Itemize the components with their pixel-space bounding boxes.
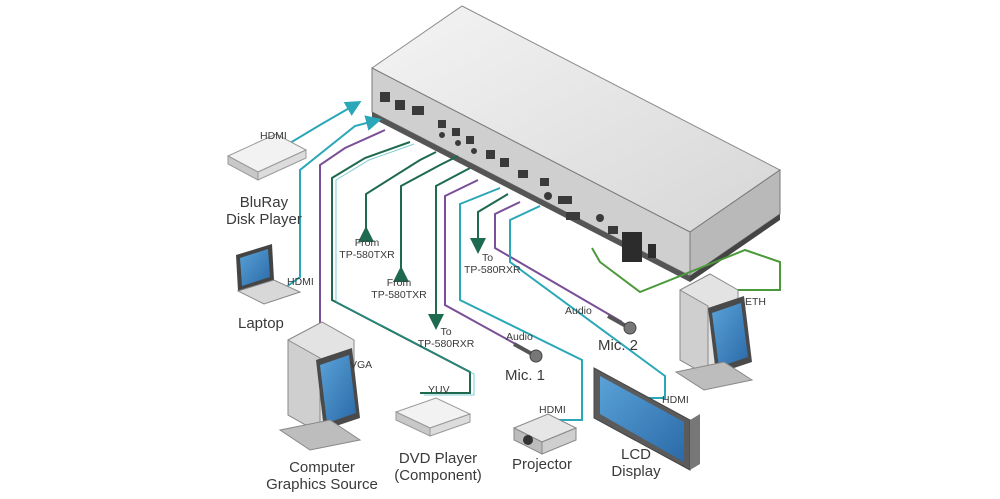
dvd-label: DVD Player (Component) bbox=[392, 450, 484, 485]
dvd-yuv-label: YUV bbox=[428, 384, 450, 396]
mic1-audio-label: Audio bbox=[506, 331, 533, 343]
computer-label-line1: Computer bbox=[289, 459, 355, 476]
lcd-label-line1: LCD bbox=[620, 446, 651, 463]
cable-lcd-hdmi bbox=[509, 205, 666, 399]
lcd-display-icon bbox=[593, 367, 700, 471]
cable-projector-hdmi bbox=[459, 187, 583, 421]
cable-dvd-yuv bbox=[331, 141, 471, 394]
from-tx1-label: From TP-580TXR bbox=[336, 237, 398, 261]
lcd-label-line2: Display bbox=[611, 463, 661, 481]
mic1-label-text: Mic. 1 bbox=[505, 367, 546, 384]
lcd-label: LCD Display bbox=[604, 446, 668, 481]
from-tx2-line2: TP-580TXR bbox=[371, 289, 427, 302]
cables bbox=[274, 100, 781, 421]
network-pc-icon bbox=[674, 273, 754, 391]
to-rx2-line1: To bbox=[482, 252, 494, 264]
cable-eth bbox=[591, 247, 781, 294]
mic1-label: Mic. 1 bbox=[505, 367, 545, 384]
projector-label: Projector bbox=[512, 456, 572, 473]
projector-icon bbox=[512, 413, 578, 455]
to-rx1-line2: TP-580RXR bbox=[417, 338, 475, 351]
microphone-1-icon bbox=[513, 342, 543, 363]
computer-icon bbox=[278, 321, 362, 451]
bluray-label-line1: BluRay bbox=[239, 194, 289, 211]
dvd-label-line1: DVD Player bbox=[398, 450, 478, 467]
laptop-label: Laptop bbox=[238, 315, 284, 332]
to-rx2-line2: TP-580RXR bbox=[464, 264, 521, 277]
bluray-label-line2: Disk Player bbox=[226, 211, 302, 229]
to-rx2-label: To TP-580RXR bbox=[464, 252, 521, 276]
to-rx1-label: To TP-580RXR bbox=[413, 326, 479, 350]
cable-laptop-hdmi bbox=[281, 115, 382, 291]
mic2-label-text: Mic. 2 bbox=[598, 337, 639, 354]
projector-hdmi-label: HDMI bbox=[539, 404, 566, 416]
cable-to-rx1 bbox=[428, 167, 471, 330]
computer-vga-label: VGA bbox=[350, 359, 373, 371]
pc-eth-label: ETH bbox=[745, 296, 766, 308]
rear-ports bbox=[380, 92, 656, 262]
cable-mic1-audio bbox=[444, 179, 531, 353]
microphone-2-icon bbox=[607, 314, 637, 335]
cable-from-tx1 bbox=[358, 151, 437, 242]
to-rx1-line1: To bbox=[440, 326, 452, 338]
from-tx1-line2: TP-580TXR bbox=[339, 249, 395, 262]
bluray-player-icon bbox=[226, 133, 308, 181]
dvd-player-icon bbox=[394, 397, 472, 437]
bluray-label: BluRay Disk Player bbox=[226, 194, 302, 229]
computer-label-line2: Graphics Source bbox=[266, 476, 378, 494]
laptop-hdmi-label: HDMI bbox=[287, 276, 314, 288]
computer-label: Computer Graphics Source bbox=[266, 459, 378, 494]
from-tx1-line1: From bbox=[354, 237, 380, 249]
mic2-audio-label: Audio bbox=[565, 305, 592, 317]
laptop-icon bbox=[236, 244, 302, 305]
cable-mic2-audio bbox=[494, 201, 623, 323]
lcd-hdmi-label: HDMI bbox=[662, 394, 689, 406]
dvd-label-line2: (Component) bbox=[394, 467, 482, 485]
laptop-label-text: Laptop bbox=[238, 315, 284, 332]
switcher-unit bbox=[371, 5, 781, 282]
bluray-hdmi-label: HDMI bbox=[260, 130, 287, 142]
cable-from-tx2 bbox=[393, 155, 459, 282]
from-tx2-line1: From bbox=[386, 277, 412, 289]
projector-label-text: Projector bbox=[512, 456, 573, 473]
mic2-label: Mic. 2 bbox=[598, 337, 638, 354]
cable-to-rx2 bbox=[470, 193, 509, 254]
from-tx2-label: From TP-580TXR bbox=[368, 277, 430, 301]
